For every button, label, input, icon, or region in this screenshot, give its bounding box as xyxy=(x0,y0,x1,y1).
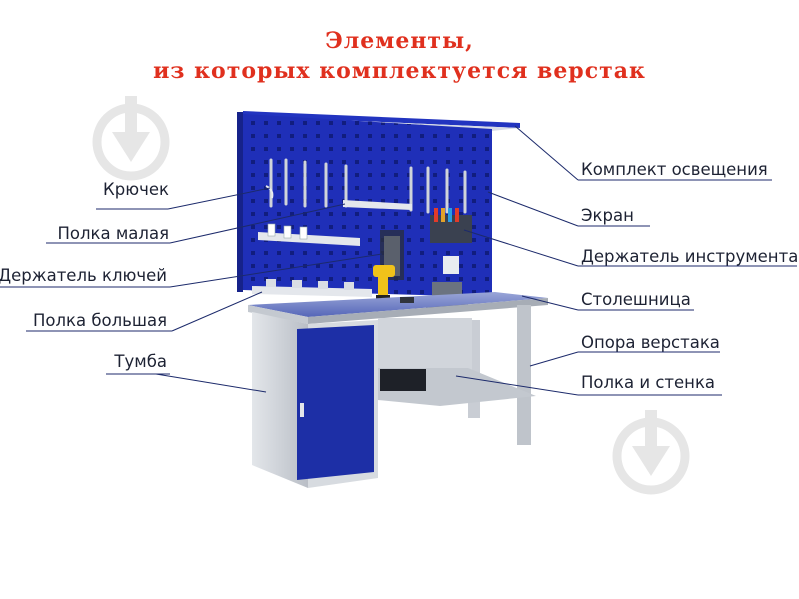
wrench-set xyxy=(269,158,467,214)
label-support: Опора верстака xyxy=(581,333,720,352)
label-hook: Крючек xyxy=(103,180,169,199)
label-underlines xyxy=(0,179,797,396)
watermark-icon xyxy=(612,410,690,495)
label-screen: Экран xyxy=(581,206,634,225)
hook xyxy=(265,185,274,199)
label-large-shelf: Полка большая xyxy=(32,311,167,330)
diagram-title-line2: из которых комплектуется верстак xyxy=(153,58,646,84)
small-shelf xyxy=(258,200,412,246)
label-shelf-wall: Полка и стенка xyxy=(581,373,716,392)
label-tabletop: Столешница xyxy=(581,290,691,309)
label-cabinet: Тумба xyxy=(114,352,167,371)
label-lighting: Комплект освещения xyxy=(581,160,768,179)
bench-support xyxy=(378,305,536,445)
watermark-icon xyxy=(92,96,170,181)
label-key-holder: Держатель ключей xyxy=(0,266,167,285)
tool-holder xyxy=(430,208,472,274)
diagram-title-line1: Элементы, xyxy=(325,28,474,54)
label-tool-holder: Держатель инструмента xyxy=(581,247,799,266)
tabletop xyxy=(248,292,548,324)
label-small-shelf: Полка малая xyxy=(57,224,169,243)
large-shelf xyxy=(252,279,372,297)
cabinet xyxy=(252,312,378,488)
leader-lines xyxy=(155,125,579,396)
